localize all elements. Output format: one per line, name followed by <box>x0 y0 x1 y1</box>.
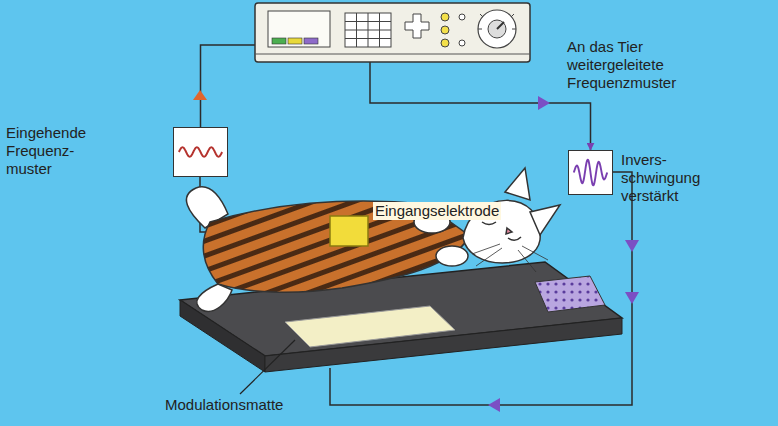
waveform <box>574 160 607 186</box>
waveform <box>569 151 612 194</box>
input-electrode <box>330 216 368 246</box>
part-label: Modulationsmatte <box>163 396 285 414</box>
edge-label: An das Tier weitergeleitete Frequenzmust… <box>565 38 697 92</box>
signal-box: Eingehende Frequenz- muster <box>173 127 228 177</box>
box-heading: Eingehende Frequenz- muster <box>6 124 106 178</box>
cat <box>186 168 560 311</box>
part-label: Eingangselektrode <box>373 202 501 220</box>
waveform <box>174 128 227 176</box>
box-heading: Invers- schwingung verstärkt <box>621 151 726 205</box>
waveform <box>179 147 222 156</box>
pillow <box>535 276 605 312</box>
modulation-pad <box>285 306 455 347</box>
signal-box: Invers- schwingung verstärkt <box>568 150 613 195</box>
leader-line <box>240 340 295 394</box>
frequency-device <box>255 3 530 62</box>
